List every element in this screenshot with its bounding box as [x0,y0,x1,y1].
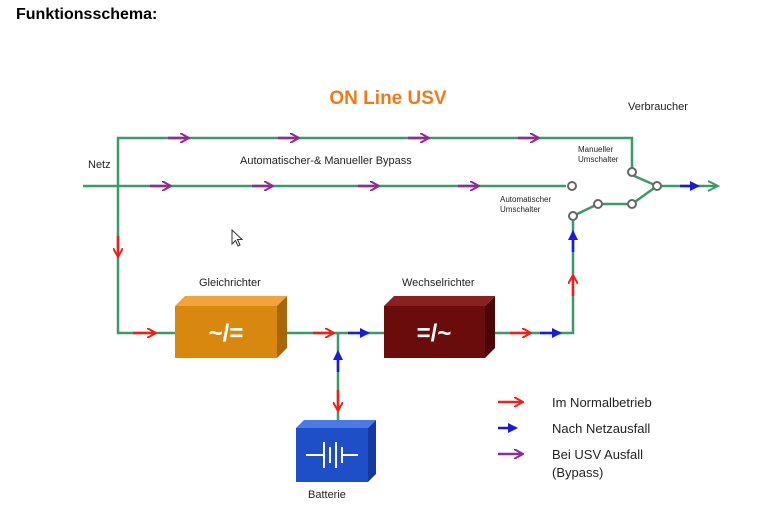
label-automatischer-umschalter-2: Umschalter [500,205,541,214]
mouse-cursor-icon [231,229,244,247]
output-arrow-tip [707,180,721,192]
diagram-title: ON Line USV [329,88,447,109]
label-manueller-umschalter-1: Manueller [578,145,613,154]
legend-label-netzausfall: Nach Netzausfall [552,421,650,436]
label-manueller-umschalter-2: Umschalter [578,155,619,164]
switch-contacts [567,167,662,221]
inverter-box: =/~ [384,296,495,358]
label-wechselrichter: Wechselrichter [402,277,475,289]
contact-output [652,181,662,191]
contact-manual [627,167,637,177]
contact-auto-switch [568,211,578,221]
label-automatischer-umschalter-1: Automatischer [500,195,551,204]
battery-symbol-icon [306,442,358,468]
normal-arrows [118,236,573,410]
legend-label-bypass: Bei USV Ausfall [552,447,643,462]
label-verbraucher: Verbraucher [628,101,688,113]
contact-switch-end [627,199,637,209]
label-netz: Netz [88,159,111,171]
rectifier-box: ~/= [175,296,287,358]
legend-label-normal: Im Normalbetrieb [552,395,652,410]
legend-label-bypass-2: (Bypass) [552,465,603,480]
label-batterie: Batterie [308,489,346,501]
failure-arrows [333,181,700,372]
label-gleichrichter: Gleichrichter [199,277,261,289]
circuit-lines [83,136,717,420]
rectifier-symbol: ~/= [209,320,244,347]
page-heading: Funktionsschema: [16,6,158,23]
label-bypass: Automatischer-& Manueller Bypass [240,155,412,167]
legend: Im Normalbetrieb Nach Netzausfall Bei US… [498,395,652,480]
battery-box [296,420,376,482]
contact-auto-input [567,181,577,191]
contact-switch-mid [593,199,603,209]
inverter-symbol: =/~ [417,320,452,347]
